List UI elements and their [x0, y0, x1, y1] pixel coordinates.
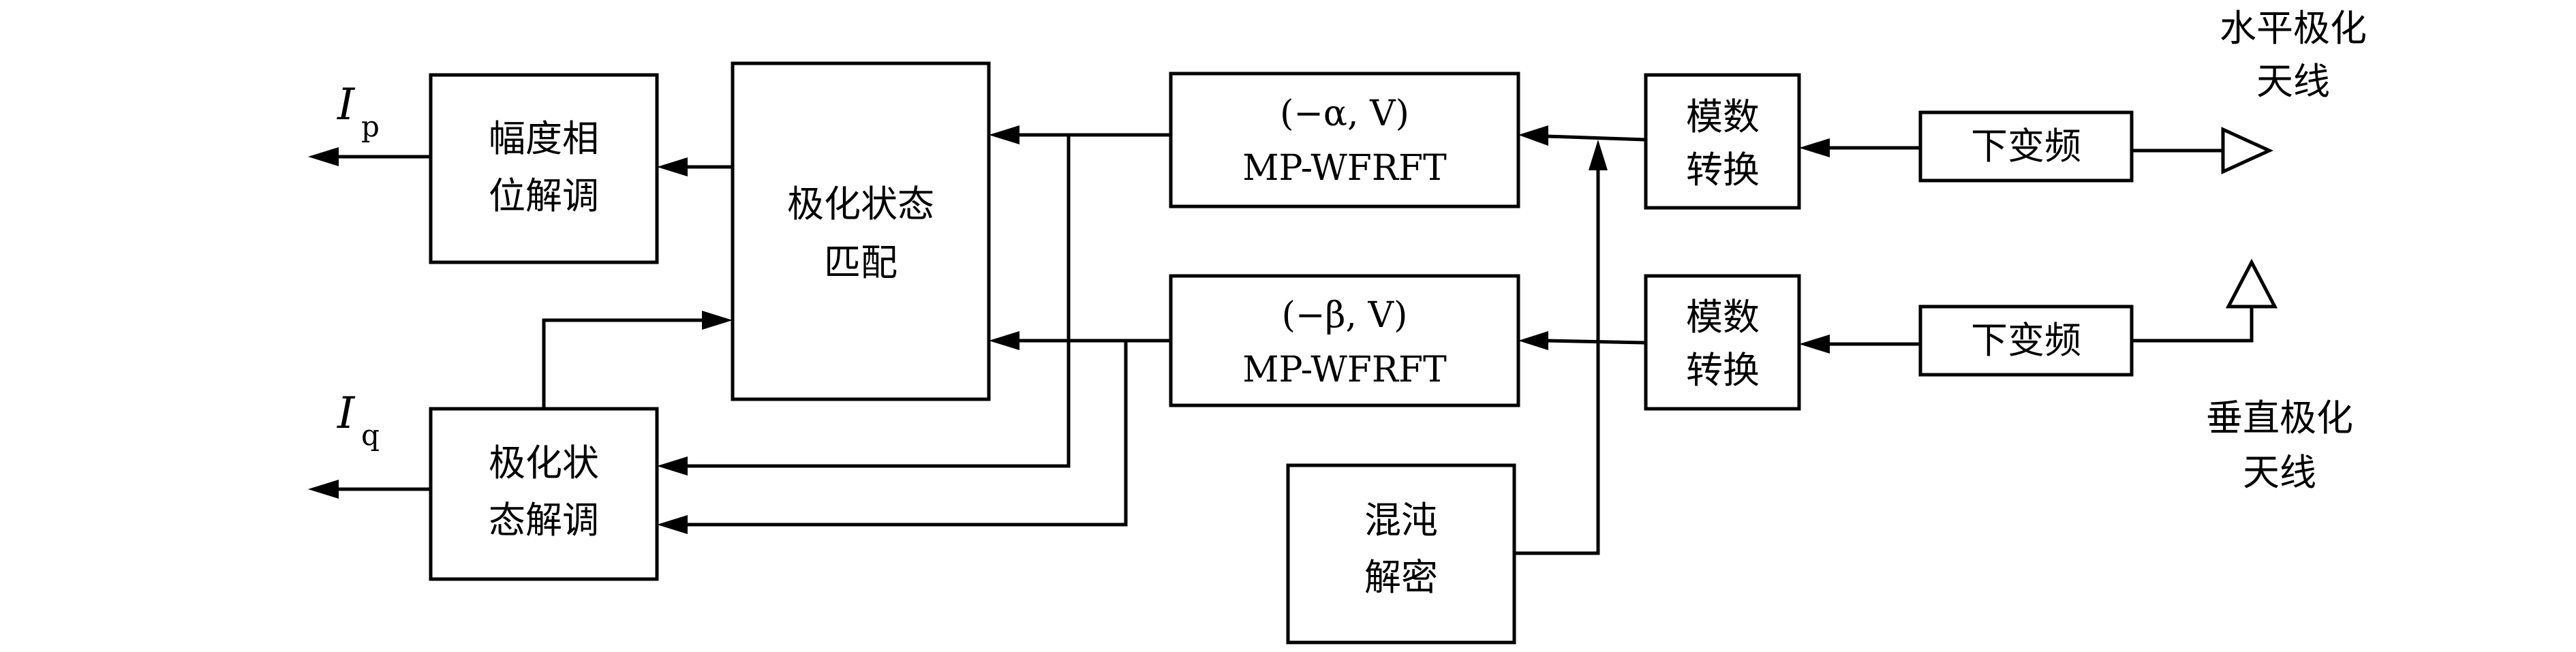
- arrow-alpha-to-demod: [657, 456, 688, 476]
- arrow-match-to-ampphase: [657, 157, 688, 176]
- polarization-demod-label-2: 态解调: [489, 499, 599, 542]
- downconvert-bottom-block: 下变频: [1918, 305, 2134, 377]
- downconvert-top-label: 下变频: [1971, 125, 2081, 168]
- arrow-iq-output: [308, 480, 339, 499]
- polarization-match-label-2: 匹配: [824, 241, 898, 284]
- downconvert-top-block: 下变频: [1918, 110, 2134, 183]
- adc-top-block: 模数 转换: [1644, 73, 1801, 210]
- chaos-decrypt-label-2: 解密: [1364, 556, 1438, 599]
- wire-demod-to-match: [542, 318, 705, 409]
- chaos-decrypt-block: 混沌 解密: [1286, 463, 1516, 645]
- arrow-chaos-key: [1589, 140, 1608, 170]
- horizontal-antenna-icon: [2221, 127, 2274, 174]
- polarization-demod-label-1: 极化状: [489, 441, 599, 484]
- amp-phase-demod-block: 幅度相 位解调: [429, 73, 659, 264]
- chaos-decrypt-label-1: 混沌: [1364, 499, 1438, 542]
- adc-bottom-block: 模数 转换: [1644, 274, 1801, 411]
- arrow-alpha-to-match: [989, 125, 1019, 144]
- arrow-downconv-bottom-to-adc: [1799, 335, 1830, 354]
- adc-bottom-label-2: 转换: [1686, 349, 1760, 392]
- ip-output-label: I p: [337, 80, 380, 143]
- downconvert-bottom-label: 下变频: [1971, 319, 2081, 362]
- polarization-match-label-1: 极化状态: [787, 183, 934, 226]
- amp-phase-demod-label-1: 幅度相: [489, 117, 599, 160]
- ip-symbol: I: [337, 80, 356, 130]
- vertical-antenna-label-2: 天线: [2243, 451, 2316, 494]
- ip-subscript: p: [361, 110, 380, 143]
- mpwfrft-beta-label: MP-WFRFT: [1242, 350, 1447, 390]
- iq-symbol: I: [337, 388, 356, 439]
- adc-top-label-1: 模数: [1686, 95, 1760, 138]
- mpwfrft-alpha-block: (−α, V) MP-WFRFT: [1169, 72, 1520, 208]
- polarization-demod-block: 极化状 态解调: [429, 407, 659, 581]
- arrow-beta-to-demod: [657, 515, 688, 534]
- arrow-adc-bottom-to-mpwfrft: [1518, 331, 1548, 350]
- horizontal-antenna: 水平极化 天线: [2220, 7, 2367, 174]
- amp-phase-demod-label-2: 位解调: [489, 174, 599, 217]
- iq-output-label: I q: [337, 388, 380, 452]
- wire-alpha-to-demod: [685, 135, 1071, 468]
- adc-top-label-2: 转换: [1686, 149, 1760, 191]
- mpwfrft-alpha-label: MP-WFRFT: [1242, 148, 1447, 189]
- arrow-demod-to-match: [702, 311, 733, 330]
- arrow-downconv-top-to-adc: [1799, 138, 1830, 157]
- mpwfrft-beta-params: (−β, V): [1282, 295, 1408, 336]
- horizontal-antenna-label-2: 天线: [2256, 60, 2330, 103]
- vertical-antenna: 垂直极化 天线: [2206, 258, 2353, 494]
- arrow-beta-to-match: [989, 331, 1019, 350]
- arrow-adc-top-to-mpwfrft: [1518, 125, 1548, 146]
- arrow-ip-output: [308, 147, 339, 166]
- wire-beta-to-demod: [685, 341, 1128, 527]
- wire-vtenna-to-downconv: [2132, 307, 2254, 343]
- mpwfrft-beta-block: (−β, V) MP-WFRFT: [1169, 274, 1520, 407]
- iq-subscript: q: [361, 418, 380, 452]
- mpwfrft-alpha-params: (−α, V): [1280, 93, 1409, 134]
- vertical-antenna-label-1: 垂直极化: [2206, 397, 2353, 439]
- polarization-match-block: 极化状态 匹配: [731, 61, 991, 401]
- vertical-antenna-icon: [2225, 258, 2278, 309]
- adc-bottom-label-1: 模数: [1686, 296, 1760, 339]
- wire-chaos-to-key: [1514, 167, 1600, 555]
- horizontal-antenna-label-1: 水平极化: [2220, 7, 2367, 50]
- wire-adc-top-to-mpwfrft: [1546, 134, 1646, 142]
